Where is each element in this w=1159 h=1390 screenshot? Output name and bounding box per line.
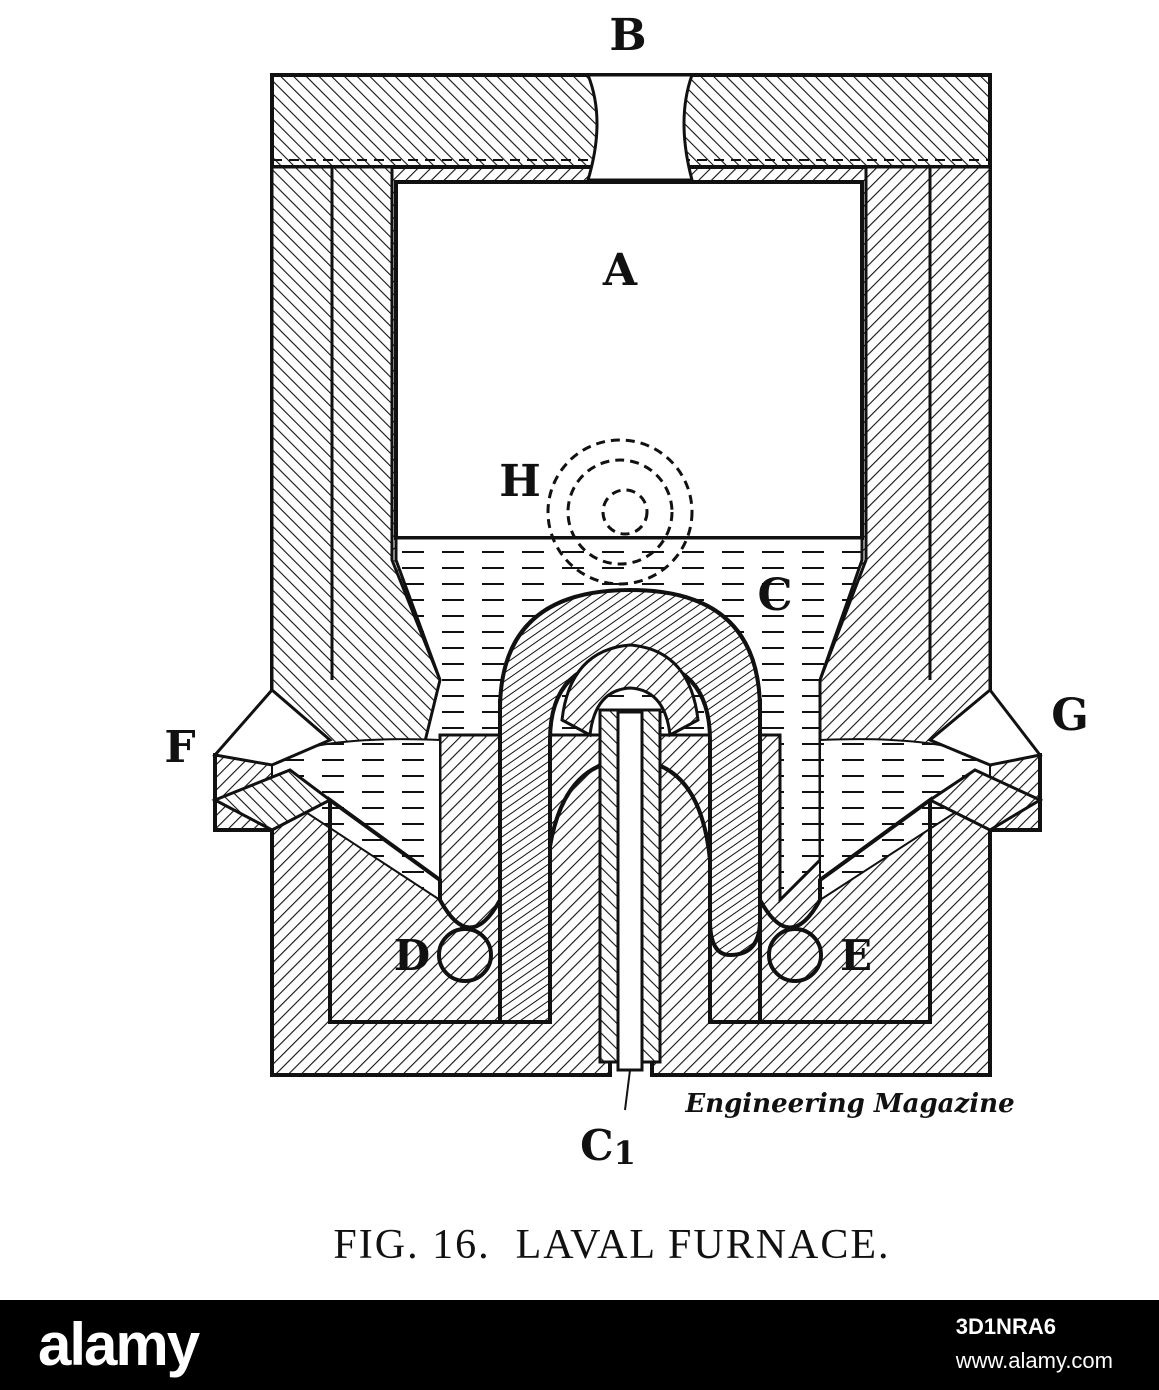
label-b: B: [609, 10, 646, 61]
label-e: E: [840, 931, 872, 980]
label-f: F: [164, 722, 195, 773]
watermark-bar: alamy 3D1NRA6 www.alamy.com: [0, 1300, 1159, 1390]
label-d: D: [394, 931, 430, 980]
label-a: A: [602, 245, 638, 296]
electrode-right-leg: [708, 740, 762, 1024]
electrode-cap: [560, 643, 700, 738]
watermark-info: 3D1NRA6 www.alamy.com: [956, 1310, 1113, 1378]
electrode-stem: [598, 708, 662, 1111]
alamy-logo: alamy: [38, 1311, 200, 1378]
furnace-diagram: B A H C F G D E C1 Engineering Magazine …: [164, 10, 1089, 1268]
label-c1: C1: [580, 1121, 636, 1172]
ring-h: [546, 438, 694, 586]
furnace-figure: B A H C F G D E C1 Engineering Magazine …: [164, 10, 1089, 1268]
image-id: 3D1NRA6: [955, 1314, 1056, 1339]
label-g: G: [1051, 690, 1089, 741]
flue-opening: [585, 73, 695, 182]
label-c1-subscript: 1: [614, 1134, 636, 1172]
label-c: C: [757, 570, 792, 621]
chamber-a: [394, 180, 864, 540]
engraving-credit: Engineering Magazine: [684, 1089, 1014, 1119]
electrode-ball-d: [437, 927, 493, 983]
figure-caption: FIG. 16. LAVAL FURNACE.: [333, 1222, 890, 1268]
label-c1-letter: C: [580, 1121, 613, 1170]
watermark-url: www.alamy.com: [955, 1348, 1113, 1373]
electrode-ball-e: [767, 927, 823, 983]
label-h: H: [499, 456, 541, 507]
